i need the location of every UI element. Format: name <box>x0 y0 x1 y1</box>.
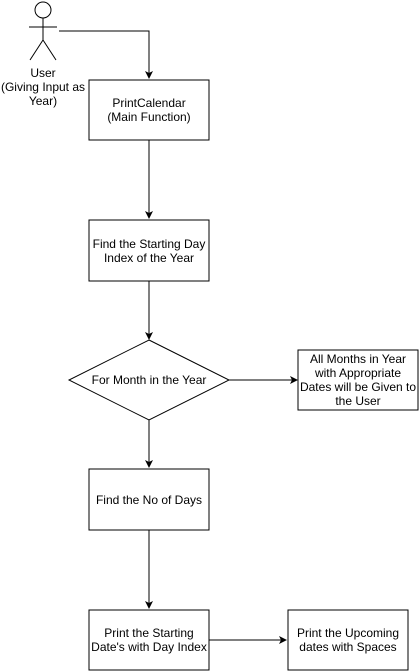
node-print-upcoming <box>287 609 409 671</box>
node-for-month-decision <box>67 339 231 421</box>
node-all-months <box>297 349 419 411</box>
connector-user-to-printcalendar <box>59 30 153 79</box>
find-no-days-label: Find the No of Days <box>95 492 203 507</box>
print-upcoming-label: Print the Upcoming dates with Spaces <box>296 626 400 654</box>
print-calendar-label: PrintCalendar (Main Function) <box>107 96 191 124</box>
user-actor-icon <box>29 1 57 61</box>
for-month-label: For Month in the Year <box>91 373 207 387</box>
node-find-start-day <box>88 219 210 282</box>
actor-label: User (Giving Input as Year) <box>0 66 86 108</box>
print-starting-label: Print the Starting Date's with Day Index <box>91 626 207 654</box>
node-print-calendar <box>88 79 210 141</box>
node-find-no-days <box>88 468 210 531</box>
find-start-day-label: Find the Starting Day Index of the Year <box>92 236 206 265</box>
all-months-label: All Months in Year with Appropriate Date… <box>299 352 417 408</box>
node-print-starting <box>88 609 210 671</box>
